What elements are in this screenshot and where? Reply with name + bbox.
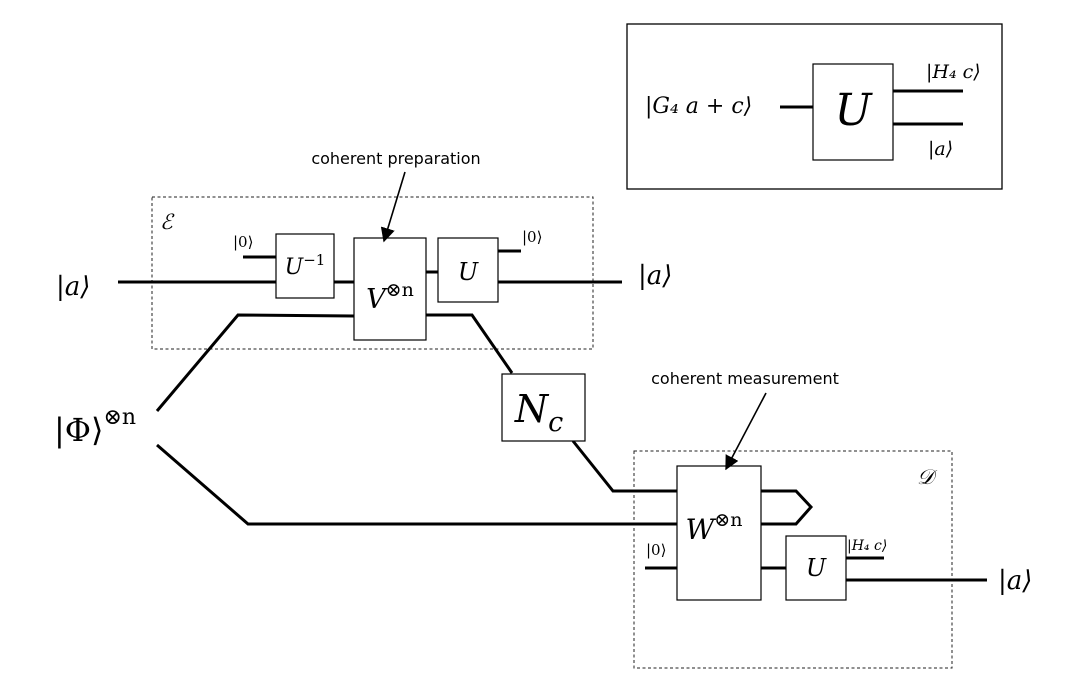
u-encoder-label: U [458, 258, 479, 286]
u-decoder-gate: U [785, 535, 847, 601]
ancilla-3-label: |0⟩ [646, 541, 666, 559]
ancilla-1-label: |0⟩ [233, 233, 253, 251]
output-a-top-state: |a⟩ [638, 261, 672, 291]
legend-input-state: |G₄ a + c⟩ [645, 94, 752, 119]
w-output-fold [761, 489, 814, 526]
u-encoder-gate: U [437, 237, 499, 303]
u-decoder-label: U [806, 554, 827, 582]
coherent-measurement-label: coherent measurement [651, 369, 839, 388]
w-base: W [686, 513, 717, 546]
v-base: V [366, 284, 388, 315]
encoder-label: ℰ [160, 210, 175, 234]
entangled-state: |Φ⟩⊗n [54, 405, 136, 449]
output-a-bottom-state: |a⟩ [998, 566, 1032, 596]
v-power: ⊗n [386, 279, 414, 301]
coherent-preparation-arrow [380, 171, 406, 243]
svg-text:Nc: Nc [514, 387, 563, 438]
entangled-base: |Φ⟩ [54, 411, 104, 449]
noise-channel-gate: Nc [501, 373, 586, 442]
h4c-out-label: |H₄ c⟩ [847, 538, 887, 554]
entangled-wire-noise-to-w [571, 440, 677, 493]
svg-text:U−1: U−1 [285, 251, 326, 280]
w-tensor-gate: W⊗n [676, 465, 762, 601]
legend-frame [626, 23, 1003, 190]
legend-u-label: U [834, 85, 873, 136]
u-inverse-gate: U−1 [275, 233, 335, 299]
input-a-state: |a⟩ [56, 272, 90, 302]
coherent-measurement-arrow [725, 392, 767, 471]
decoder-label: 𝒟 [917, 465, 938, 489]
legend-u-gate [812, 63, 894, 161]
ancilla-2-label: |0⟩ [522, 228, 542, 246]
v-tensor-gate: V⊗n [353, 237, 427, 341]
legend-out-top: |H₄ c⟩ [926, 61, 981, 83]
legend-out-bottom: |a⟩ [928, 138, 953, 160]
noise-base: N [514, 387, 550, 431]
noise-sub: c [548, 407, 563, 438]
coherent-preparation-label: coherent preparation [311, 149, 480, 168]
entangled-wire-lower [156, 443, 677, 526]
decoder-region [633, 450, 953, 669]
encoder-region [151, 196, 594, 350]
entangled-wire-to-noise [426, 313, 514, 374]
w-power: ⊗n [714, 509, 742, 531]
legend-inset: |G₄ a + c⟩ U |H₄ c⟩ |a⟩ [626, 23, 1003, 190]
entangled-power: ⊗n [104, 405, 137, 430]
u-inverse-base: U [285, 255, 305, 280]
u-inverse-power: −1 [303, 251, 325, 269]
svg-text:V⊗n: V⊗n [366, 279, 414, 315]
entangled-wire-upper-in [155, 313, 355, 412]
svg-text:W⊗n: W⊗n [686, 509, 743, 546]
